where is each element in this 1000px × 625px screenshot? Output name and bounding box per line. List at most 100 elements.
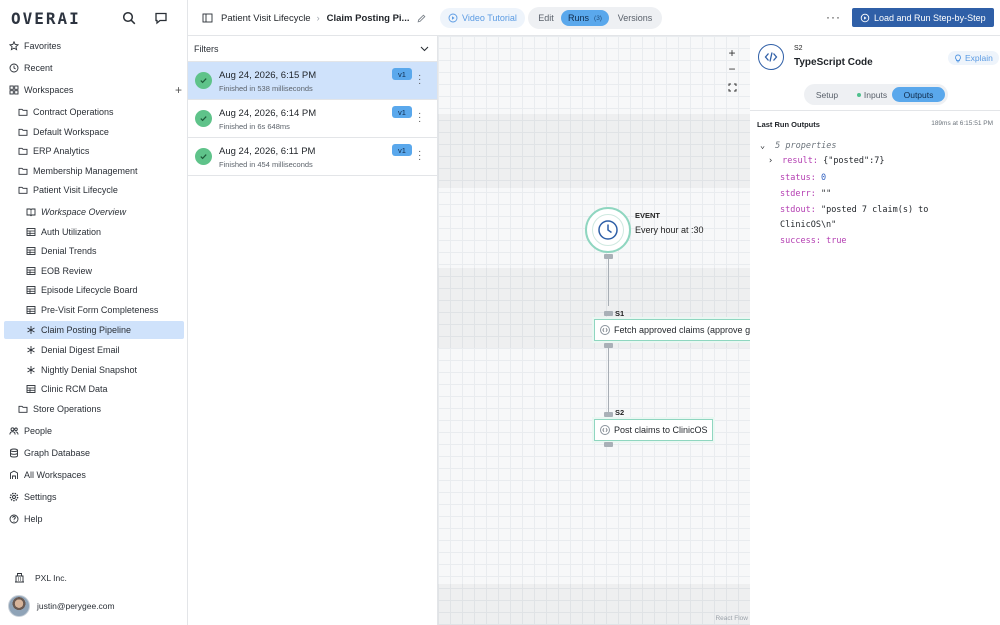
tab-runs[interactable]: Runs (3)	[561, 10, 609, 26]
user-menu[interactable]: justin@perygee.com	[8, 595, 115, 617]
sidebar-item-nightly-denial-snapshot[interactable]: Nightly Denial Snapshot	[4, 361, 184, 379]
search-icon[interactable]	[121, 10, 137, 26]
tab-edit[interactable]: Edit	[538, 13, 554, 23]
sidebar-item-label: Settings	[24, 492, 57, 502]
sidebar-item-auth-utilization[interactable]: Auth Utilization	[4, 223, 184, 241]
run-row[interactable]: Aug 24, 2026, 6:14 PM Finished in 6s 648…	[188, 100, 437, 138]
sidebar-item-label: Nightly Denial Snapshot	[41, 364, 138, 375]
tab-setup[interactable]: Setup	[815, 89, 839, 100]
sidebar-item-clinic-rcm-data[interactable]: Clinic RCM Data	[4, 380, 184, 398]
sidebar-item-people[interactable]: People	[4, 422, 184, 440]
tab-inputs[interactable]: Inputs	[849, 87, 895, 102]
zoom-out-button[interactable]: −	[728, 62, 736, 76]
sidebar-item-label: ERP Analytics	[33, 146, 90, 156]
fit-view-icon[interactable]	[723, 78, 741, 96]
node-handle[interactable]	[604, 442, 613, 447]
event-label: EVENT	[635, 211, 661, 220]
clock-icon	[597, 219, 619, 241]
workflow-canvas[interactable]: + − EVENT Every hour at :30 S1 Fetch app…	[438, 36, 750, 625]
workflow-icon	[26, 325, 36, 335]
properties-toggle[interactable]: ⌄ 5 properties	[760, 141, 837, 151]
status-dot-icon	[856, 92, 861, 97]
canvas-band	[438, 584, 750, 625]
table-icon	[26, 266, 36, 276]
sidebar-toggle-icon[interactable]	[202, 0, 213, 36]
load-and-run-button[interactable]: Load and Run Step-by-Step	[852, 8, 994, 27]
output-success: success: true	[780, 236, 847, 246]
step-node-title: Post claims to ClinicOS	[614, 425, 708, 435]
sidebar-item-label: Workspaces	[24, 85, 74, 95]
react-flow-attribution[interactable]: React Flow	[715, 615, 748, 622]
zoom-in-button[interactable]: +	[728, 46, 736, 60]
more-options-icon[interactable]: ···	[826, 10, 841, 24]
sidebar-item-default-workspace[interactable]: Default Workspace	[4, 123, 184, 141]
sidebar-item-graph-database[interactable]: Graph Database	[4, 444, 184, 462]
sidebar-item-erp-analytics[interactable]: ERP Analytics	[4, 142, 184, 160]
run-duration: Finished in 538 milliseconds	[219, 84, 313, 93]
sidebar-item-recent[interactable]: Recent	[4, 59, 184, 77]
check-circle-icon	[195, 72, 212, 89]
step-node-s1[interactable]: Fetch approved claims (approve g	[594, 319, 750, 341]
sidebar-item-membership-management[interactable]: Membership Management	[4, 162, 184, 180]
sidebar-item-label: Pre-Visit Form Completeness	[41, 304, 159, 315]
sidebar-item-all-workspaces[interactable]: All Workspaces	[4, 466, 184, 484]
output-stderr: stderr: ""	[780, 189, 832, 199]
code-icon	[600, 325, 610, 335]
sidebar-item-episode-lifecycle-board[interactable]: Episode Lifecycle Board	[4, 281, 184, 299]
breadcrumb-current: Claim Posting Pi...	[326, 12, 410, 24]
sidebar-item-label: All Workspaces	[24, 470, 86, 480]
sidebar-item-workspaces[interactable]: Workspaces +	[4, 81, 184, 99]
node-handle[interactable]	[604, 412, 613, 417]
sidebar-item-eob-review[interactable]: EOB Review	[4, 262, 184, 280]
event-node[interactable]	[585, 207, 631, 253]
breadcrumb-parent[interactable]: Patient Visit Lifecycle	[221, 12, 311, 24]
sidebar-item-store-operations[interactable]: Store Operations	[4, 400, 184, 418]
node-handle[interactable]	[604, 311, 613, 316]
sidebar-item-patient-visit-lifecycle[interactable]: Patient Visit Lifecycle	[4, 181, 184, 199]
sidebar-item-favorites[interactable]: Favorites	[4, 37, 184, 55]
step-title: TypeScript Code	[794, 57, 873, 68]
video-tutorial-button[interactable]: Video Tutorial	[440, 8, 525, 28]
node-handle[interactable]	[604, 254, 613, 259]
sidebar-item-claim-posting-pipeline[interactable]: Claim Posting Pipeline	[4, 321, 184, 339]
sidebar-item-help[interactable]: Help	[4, 510, 184, 528]
sidebar-item-workspace-overview[interactable]: Workspace Overview	[4, 203, 184, 221]
explain-button[interactable]: Explain	[948, 51, 999, 65]
tab-outputs[interactable]: Outputs	[892, 87, 945, 102]
run-row[interactable]: Aug 24, 2026, 6:15 PM Finished in 538 mi…	[188, 62, 437, 100]
step-node-title: Fetch approved claims (approve g	[614, 325, 750, 335]
output-result[interactable]: › result: {"posted":7}	[768, 156, 885, 166]
step-node-s2[interactable]: Post claims to ClinicOS	[594, 419, 713, 441]
sidebar-item-contract-operations[interactable]: Contract Operations	[4, 103, 184, 121]
run-timestamp: 189ms at 6:15:51 PM	[931, 120, 993, 127]
org-name: PXL Inc.	[35, 572, 67, 583]
kebab-menu-icon[interactable]: ···	[418, 146, 422, 165]
sidebar-item-denial-trends[interactable]: Denial Trends	[4, 242, 184, 260]
grid-icon	[9, 85, 19, 95]
video-tutorial-label: Video Tutorial	[462, 13, 517, 23]
add-workspace-icon[interactable]: +	[174, 83, 182, 97]
sidebar-item-label: Denial Trends	[41, 246, 97, 256]
kebab-menu-icon[interactable]: ···	[418, 108, 422, 127]
gear-icon	[9, 492, 19, 502]
filters-toggle[interactable]: Filters	[188, 36, 437, 62]
sidebar-item-label: Auth Utilization	[41, 226, 102, 237]
breadcrumb: Patient Visit Lifecycle › Claim Posting …	[221, 0, 426, 36]
run-row[interactable]: Aug 24, 2026, 6:11 PM Finished in 454 mi…	[188, 138, 437, 176]
kebab-menu-icon[interactable]: ···	[418, 70, 422, 89]
sidebar-item-settings[interactable]: Settings	[4, 488, 184, 506]
version-badge: v1	[392, 144, 412, 156]
sidebar-item-denial-digest-email[interactable]: Denial Digest Email	[4, 341, 184, 359]
pencil-icon[interactable]	[417, 14, 426, 23]
folder-open-icon	[18, 185, 28, 195]
output-stdout: stdout: "posted 7 claim(s) to	[780, 205, 929, 215]
sidebar-item-pre-visit-form-completeness[interactable]: Pre-Visit Form Completeness	[4, 301, 184, 319]
sidebar-item-label: Clinic RCM Data	[41, 384, 108, 394]
run-duration: Finished in 454 milliseconds	[219, 160, 313, 169]
tab-versions[interactable]: Versions	[617, 13, 653, 23]
sidebar-item-label: Default Workspace	[33, 126, 109, 137]
chat-icon[interactable]	[153, 10, 169, 26]
clock-icon	[9, 63, 19, 73]
org-switcher[interactable]: PXL Inc.	[14, 572, 67, 583]
node-handle[interactable]	[604, 343, 613, 348]
